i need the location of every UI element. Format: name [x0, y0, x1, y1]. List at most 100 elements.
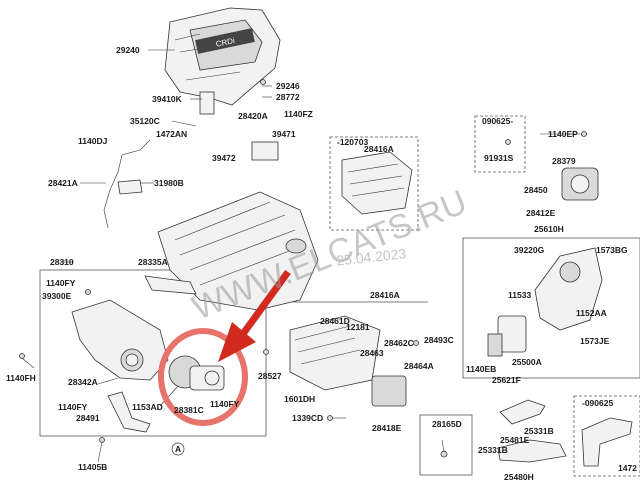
- bracket-31980b[interactable]: [117, 179, 143, 195]
- reference-letter: A: [175, 444, 181, 454]
- part-label[interactable]: 28772: [276, 92, 300, 102]
- part-label[interactable]: 39300E: [42, 291, 72, 301]
- hose-25480h[interactable]: [497, 439, 567, 463]
- part-label[interactable]: 39220G: [514, 245, 545, 255]
- bolt-icon: [85, 289, 91, 295]
- downpipe-28491[interactable]: [107, 391, 151, 433]
- part-label[interactable]: 28464A: [404, 361, 434, 371]
- water-outlet-25610h[interactable]: [534, 247, 603, 331]
- bolt-icon: [19, 353, 25, 359]
- hose-variant-box: [573, 395, 640, 477]
- bracket-variant-box: [474, 115, 526, 173]
- part-label[interactable]: 1472: [618, 463, 637, 473]
- egr-valve-28450[interactable]: [561, 167, 599, 201]
- part-label[interactable]: 28462C: [384, 338, 414, 348]
- engine-cover-badge-text: CRDi: [215, 36, 236, 49]
- part-label[interactable]: 28420A: [238, 111, 268, 121]
- engine-cover[interactable]: [164, 7, 281, 106]
- part-label[interactable]: 28416A: [364, 144, 394, 154]
- highlight-circle: [158, 328, 248, 426]
- part-label[interactable]: 1140EP: [548, 129, 578, 139]
- part-label[interactable]: 25331B: [524, 426, 554, 436]
- part-label[interactable]: 11533: [508, 290, 531, 300]
- part-label[interactable]: 1140FY: [210, 399, 240, 409]
- part-label[interactable]: 1339CD: [292, 413, 323, 423]
- egr-cooler-28416a[interactable]: [289, 315, 407, 407]
- turbocharger-28381c[interactable]: [168, 355, 225, 391]
- part-label[interactable]: 1573BG: [596, 245, 628, 255]
- hose-variant[interactable]: [581, 417, 633, 467]
- part-label[interactable]: 1152AA: [576, 308, 607, 318]
- part-label[interactable]: 28416A: [370, 290, 400, 300]
- bolt-icon: [581, 131, 587, 137]
- part-label[interactable]: 31980B: [154, 178, 184, 188]
- hose-25481e[interactable]: [499, 399, 546, 425]
- part-label[interactable]: 28342A: [68, 377, 98, 387]
- part-label[interactable]: 1140FY: [46, 278, 76, 288]
- engine-cover-badge: [195, 28, 255, 54]
- variant-note-bottom: -090625: [582, 398, 613, 408]
- bolt-28165d-box: [419, 414, 473, 476]
- bolt-icon: [99, 437, 105, 443]
- bracket-39410k[interactable]: [199, 91, 215, 115]
- exhaust-gasket-28335a[interactable]: [144, 275, 197, 295]
- leader-lines: [21, 49, 582, 463]
- part-label[interactable]: 1472AN: [156, 129, 187, 139]
- part-label[interactable]: 28412E: [526, 208, 556, 218]
- watermark-date: 25.04.2023: [336, 245, 408, 268]
- part-label[interactable]: 28421A: [48, 178, 78, 188]
- part-label[interactable]: 91931S: [484, 153, 514, 163]
- part-label[interactable]: 25610H: [534, 224, 564, 234]
- part-label[interactable]: 1601DH: [284, 394, 315, 404]
- part-label[interactable]: 28450: [524, 185, 548, 195]
- part-label[interactable]: 29246: [276, 81, 300, 91]
- part-label[interactable]: 11405B: [78, 462, 107, 472]
- part-label[interactable]: 28165D: [432, 419, 462, 429]
- part-label[interactable]: 28461D: [320, 316, 350, 326]
- egr-cooler-variant-box: [329, 136, 419, 231]
- part-label[interactable]: 28335A: [138, 257, 168, 267]
- bolt-icon: [327, 415, 333, 421]
- variant-note-right: 090625-: [482, 116, 513, 126]
- reference-circle: [171, 442, 185, 456]
- part-label[interactable]: 25480H: [504, 472, 534, 482]
- part-label[interactable]: 1140FZ: [284, 109, 313, 119]
- part-label[interactable]: 28527: [258, 371, 282, 381]
- part-labels: 29240 29246 28772 39410K 1140FZ 28420A 3…: [6, 45, 637, 482]
- bolt-icon: [413, 340, 419, 346]
- part-label[interactable]: 39410K: [152, 94, 183, 104]
- part-label[interactable]: 28493C: [424, 335, 454, 345]
- thermostat-25500a[interactable]: [487, 315, 527, 357]
- part-label[interactable]: 25621F: [492, 375, 521, 385]
- bolt-icon: [505, 139, 511, 145]
- water-outlet-group-box: [462, 237, 640, 379]
- part-label[interactable]: 25481E: [500, 435, 530, 445]
- variant-note-left: -120703: [337, 137, 368, 147]
- part-label[interactable]: 1140FH: [6, 373, 36, 383]
- highlight-arrow: [218, 269, 291, 362]
- part-label[interactable]: 28418E: [372, 423, 402, 433]
- part-label[interactable]: 12181: [346, 322, 370, 332]
- part-label[interactable]: 1153AD: [132, 402, 163, 412]
- part-label[interactable]: 1140EB: [466, 364, 496, 374]
- part-label[interactable]: 25500A: [512, 357, 542, 367]
- part-label[interactable]: 28491: [76, 413, 100, 423]
- part-label[interactable]: 28463: [360, 348, 384, 358]
- bracket-39472[interactable]: [251, 141, 279, 161]
- part-label[interactable]: 28379: [552, 156, 576, 166]
- part-label[interactable]: 39472: [212, 153, 236, 163]
- egr-pipe-28421a[interactable]: [103, 139, 151, 229]
- egr-cooler-variant[interactable]: [341, 151, 413, 215]
- exhaust-manifold-28310[interactable]: [71, 299, 169, 381]
- part-label[interactable]: 1573JE: [580, 336, 610, 346]
- part-label[interactable]: 29240: [116, 45, 140, 55]
- part-label[interactable]: 28310: [50, 257, 74, 267]
- part-label[interactable]: 25331B: [478, 445, 508, 455]
- part-label[interactable]: 35120C: [130, 116, 160, 126]
- part-label[interactable]: 1140DJ: [78, 136, 108, 146]
- part-label[interactable]: 28381C: [174, 405, 204, 415]
- part-label[interactable]: 1140FY: [58, 402, 88, 412]
- part-label[interactable]: 39471: [272, 129, 296, 139]
- bolt-icon: [263, 349, 269, 355]
